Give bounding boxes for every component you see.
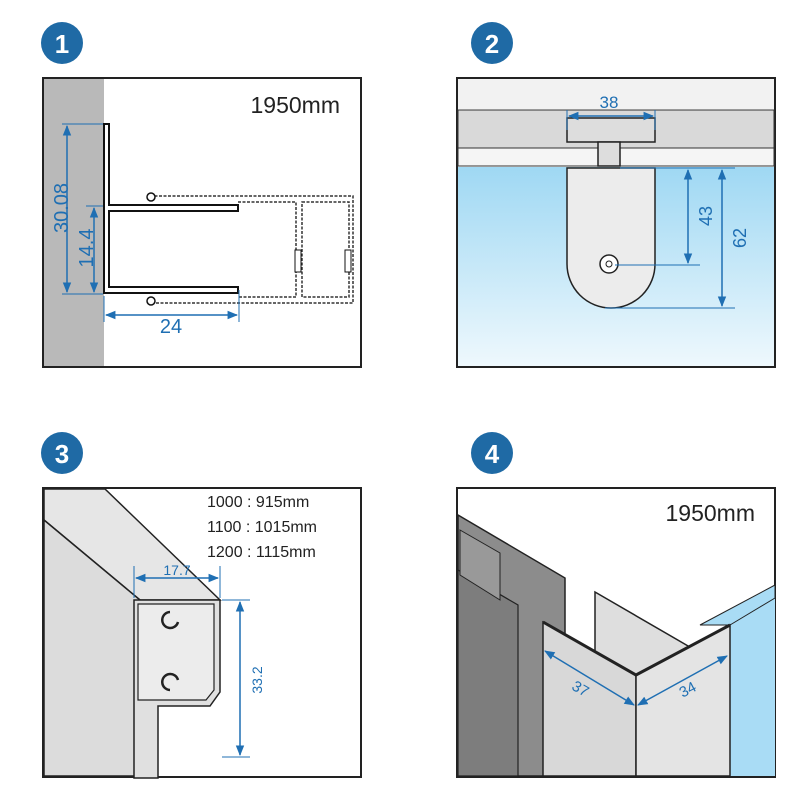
dimension-width: 24 [160,316,182,338]
step-badge-3: 3 [41,432,83,474]
panel-3-door-profile: 1000 : 915mm 1100 : 1015mm 1200 : 1115mm… [42,487,362,779]
dimension-leg-a: 37 [569,678,592,701]
dimension-plate-width: 38 [600,93,619,112]
step-number: 1 [55,29,69,59]
dimension-height-total: 30.08 [51,183,73,233]
size-row-1200: 1200 : 1115mm [207,544,316,561]
dimension-leg-b: 34 [677,679,700,702]
panel-2-ceiling-bracket: 38 43 62 [456,77,776,368]
step-badge-4: 4 [471,432,513,474]
step-badge-1: 1 [41,22,83,64]
panel-1-wall-profile-section: 1950mm 30.08 14.4 24 [42,77,362,368]
size-row-1100: 1100 : 1015mm [207,519,317,536]
dimension-profile-height: 33.2 [249,666,265,693]
panel-4-corner-profile: 37 34 1950mm [456,487,776,778]
dimension-profile-width: 17.7 [163,562,190,578]
step-number: 4 [485,439,500,469]
dimension-hole-depth: 43 [696,206,716,226]
length-label: 1950mm [251,92,340,118]
size-row-1000: 1000 : 915mm [207,494,309,511]
dimension-bracket-depth: 62 [730,228,750,248]
step-badge-2: 2 [471,22,513,64]
step-number: 2 [485,29,499,59]
dimension-inner-height: 14.4 [76,229,98,268]
length-label: 1950mm [666,500,755,526]
step-number: 3 [55,439,69,469]
